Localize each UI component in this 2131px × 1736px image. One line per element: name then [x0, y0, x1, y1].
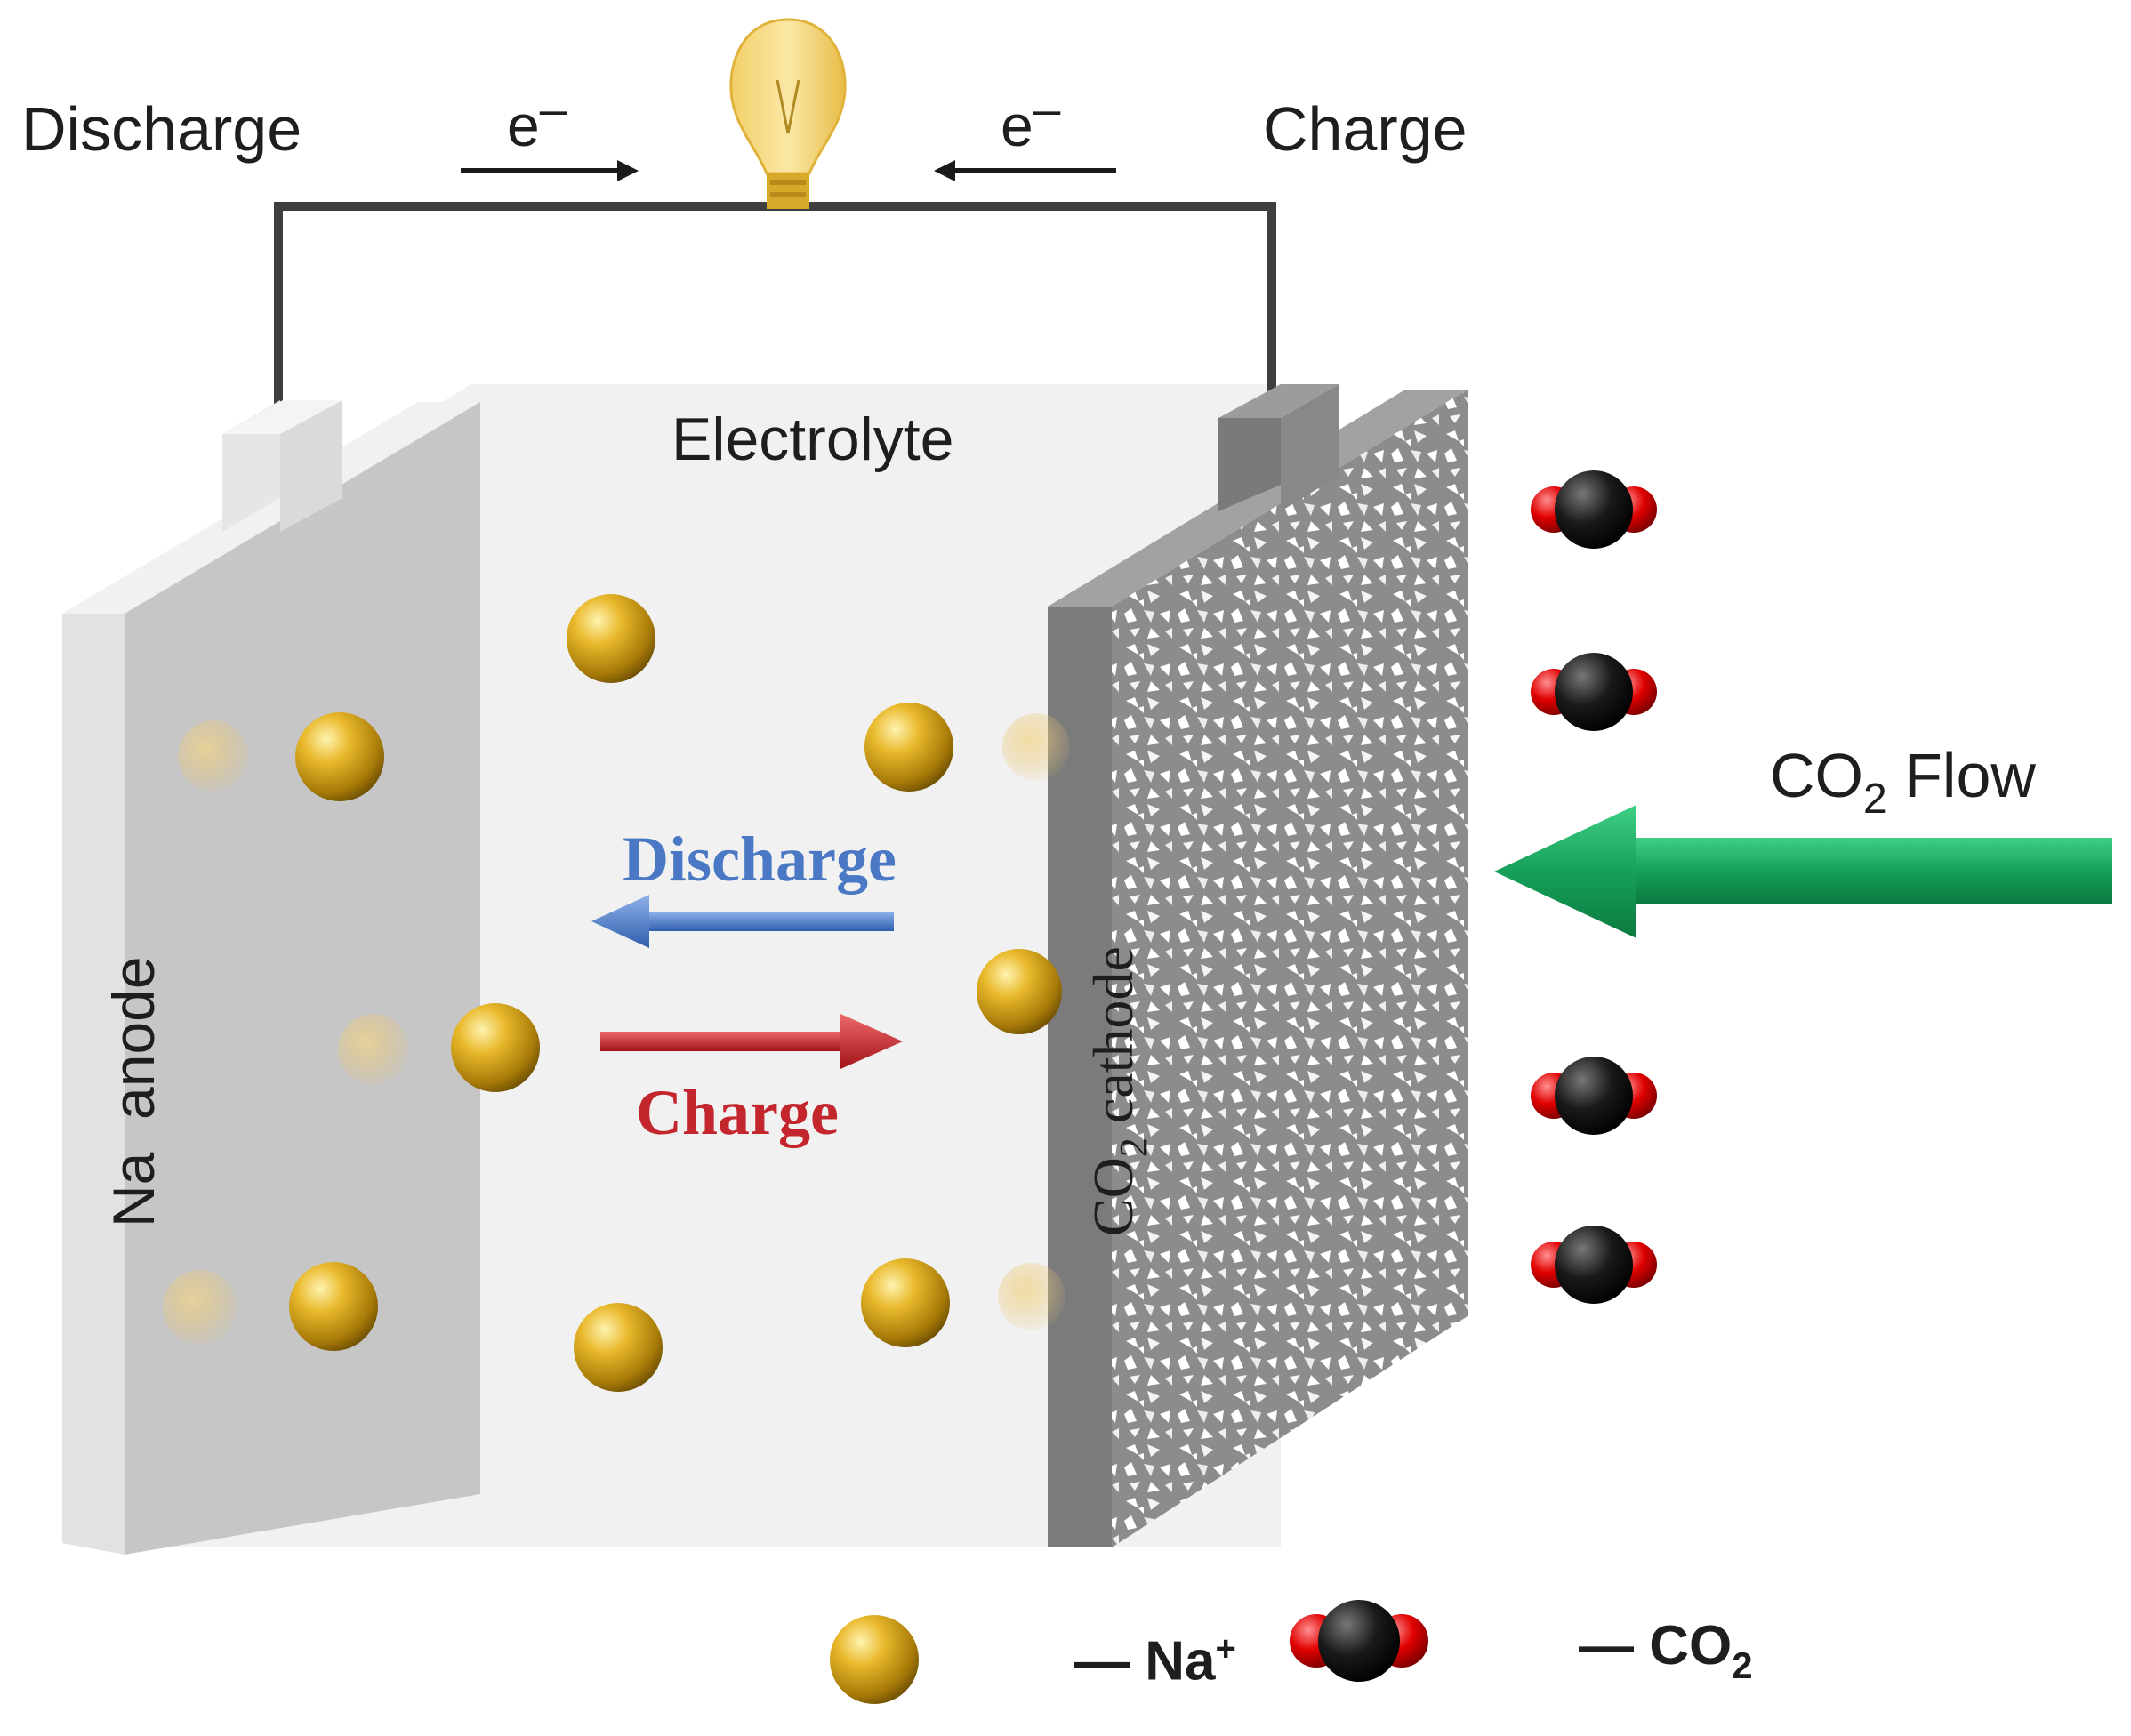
external-circuit-wire [274, 202, 1276, 414]
legend-co2-icon [1290, 1600, 1428, 1682]
na-ion-icon [289, 594, 1062, 1392]
electron-label-right: e– [1001, 81, 1061, 158]
legend-na-label: — Na+ [1074, 1629, 1236, 1692]
na-ion-faded [163, 713, 1070, 1345]
charge-label-mid: Charge [636, 1077, 839, 1148]
discharge-label-top: Discharge [21, 94, 302, 164]
legend-na-icon [830, 1615, 919, 1704]
co2-cathode-plate [1048, 384, 1468, 1547]
na-anode-label: Na anode [101, 956, 166, 1227]
co2-flow-label: CO2 Flow [1770, 741, 2036, 823]
electron-arrow-right [461, 160, 639, 181]
electron-label-left: e– [507, 81, 567, 158]
discharge-ion-arrow [591, 895, 894, 948]
co2-cathode-label: CO2 cathode [1082, 946, 1155, 1236]
co2-molecule-icon [1531, 470, 1657, 1304]
charge-ion-arrow [600, 1014, 903, 1069]
discharge-label-mid: Discharge [623, 824, 897, 895]
light-bulb-icon [729, 18, 847, 209]
legend-co2-label: — CO2 [1579, 1615, 1753, 1686]
na-anode-plate [62, 400, 480, 1555]
electrolyte-label: Electrolyte [671, 406, 954, 473]
electron-arrow-left [934, 160, 1116, 181]
co2-flow-arrow [1494, 805, 2112, 938]
charge-label-top: Charge [1263, 94, 1468, 164]
